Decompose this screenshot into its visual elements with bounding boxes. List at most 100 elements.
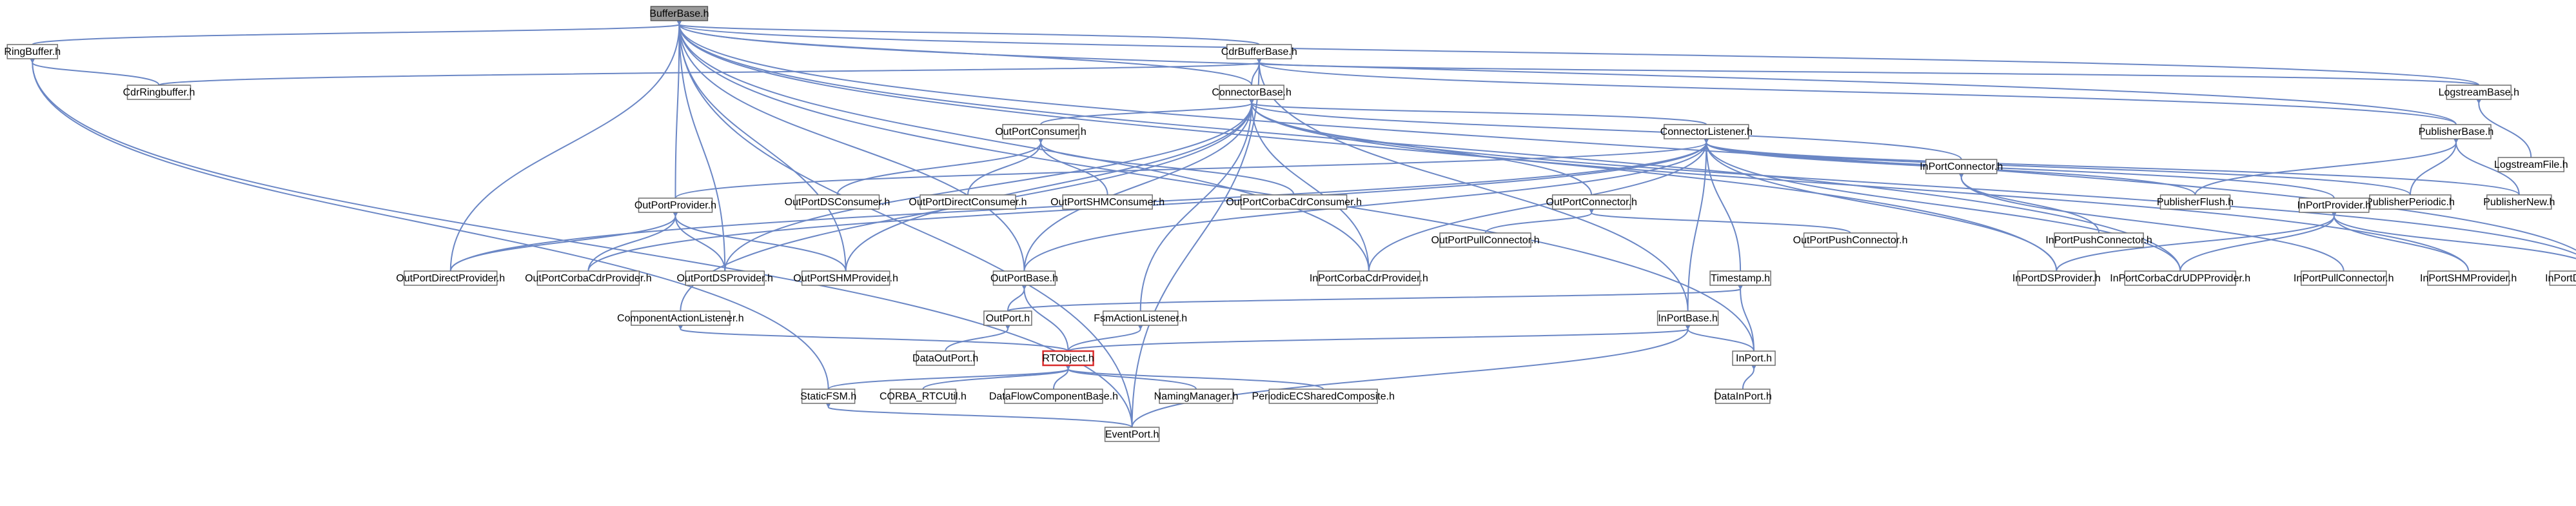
node-label: InPort.h	[1736, 353, 1772, 364]
node-ConnectorBase[interactable]: ConnectorBase.h	[1212, 85, 1292, 100]
node-OutPortDirectConsumer[interactable]: OutPortDirectConsumer.h	[909, 194, 1027, 210]
node-OutPortBase[interactable]: OutPortBase.h	[990, 270, 1058, 286]
node-DataFlowComponentBase[interactable]: DataFlowComponentBase.h	[989, 389, 1118, 404]
node-label: OutPortCorbaCdrConsumer.h	[1226, 197, 1362, 208]
node-OutPortCorbaCdrProvider[interactable]: OutPortCorbaCdrProvider.h	[525, 270, 652, 286]
node-LogstreamFile[interactable]: LogstreamFile.h	[2494, 157, 2568, 172]
node-label: DataInPort.h	[1714, 391, 1772, 402]
edge-LogstreamBase-to-BufferBase	[674, 15, 2480, 86]
node-InPortSHMProvider[interactable]: InPortSHMProvider.h	[2420, 270, 2517, 286]
node-RTObject[interactable]: RTObject.h	[1042, 350, 1094, 367]
edge-CORBA_RTCUtil-to-RTObject	[922, 361, 1073, 390]
node-OutPortCorbaCdrConsumer[interactable]: OutPortCorbaCdrConsumer.h	[1226, 194, 1362, 210]
node-box	[1219, 85, 1284, 100]
node-box	[1102, 310, 1179, 326]
node-InPortDSProvider[interactable]: InPortDSProvider.h	[2012, 270, 2101, 286]
node-RingBuffer[interactable]: RingBuffer.h	[4, 44, 61, 59]
node-NamingManager[interactable]: NamingManager.h	[1154, 389, 1239, 404]
node-InPortDirectProvider[interactable]: InPortDirectProvider.h	[2545, 270, 2576, 286]
node-OutPortProvider[interactable]: OutPortProvider.h	[634, 197, 716, 213]
edge-OutPortCorbaCdrProvider-to-OutPortProvider	[587, 208, 680, 272]
node-OutPortPushConnector[interactable]: OutPortPushConnector.h	[1793, 232, 1908, 248]
node-EventPort[interactable]: EventPort.h	[1104, 427, 1160, 442]
node-box	[1268, 389, 1378, 404]
edge-InPort-to-Timestamp	[1736, 281, 1755, 352]
node-InPortCorbaCdrProvider[interactable]: InPortCorbaCdrProvider.h	[1310, 270, 1428, 286]
node-label: OutPortPullConnector.h	[1431, 235, 1540, 246]
node-InPort[interactable]: InPort.h	[1732, 350, 1776, 366]
node-label: OutPortPushConnector.h	[1793, 235, 1908, 246]
node-OutPortConsumer[interactable]: OutPortConsumer.h	[995, 124, 1086, 139]
node-box	[919, 194, 1016, 210]
node-OutPortDSProvider[interactable]: OutPortDSProvider.h	[677, 270, 773, 286]
node-box	[2299, 197, 2370, 213]
node-InPortProvider[interactable]: InPortProvider.h	[2297, 197, 2371, 213]
node-box	[2301, 270, 2387, 286]
node-label: NamingManager.h	[1154, 391, 1239, 402]
node-label: OutPortConsumer.h	[995, 126, 1086, 137]
node-BufferBase[interactable]: BufferBase.h	[649, 6, 709, 21]
node-label: FsmActionListener.h	[1094, 313, 1187, 324]
node-CORBA_RTCUtil[interactable]: CORBA_RTCUtil.h	[880, 389, 967, 404]
node-ConnectorListener[interactable]: ConnectorListener.h	[1660, 124, 1753, 139]
node-OutPortDSConsumer[interactable]: OutPortDSConsumer.h	[785, 194, 890, 210]
edge-FsmActionListener-to-ConnectorBase	[1139, 95, 1257, 312]
node-InPortPullConnector[interactable]: InPortPullConnector.h	[2294, 270, 2394, 286]
node-OutPortPullConnector[interactable]: OutPortPullConnector.h	[1431, 232, 1540, 248]
node-box	[1240, 194, 1348, 210]
node-box	[2054, 232, 2144, 248]
node-DataOutPort[interactable]: DataOutPort.h	[912, 350, 978, 366]
node-OutPortSHMProvider[interactable]: OutPortSHMProvider.h	[793, 270, 898, 286]
node-CdrBufferBase[interactable]: CdrBufferBase.h	[1221, 44, 1297, 59]
node-OutPortConnector[interactable]: OutPortConnector.h	[1546, 194, 1637, 210]
node-label: OutPortProvider.h	[634, 200, 716, 211]
node-LogstreamBase[interactable]: LogstreamBase.h	[2439, 85, 2519, 100]
node-box	[1062, 194, 1153, 210]
node-OutPortDirectProvider[interactable]: OutPortDirectProvider.h	[396, 270, 505, 286]
node-PeriodicECSharedComposite[interactable]: PeriodicECSharedComposite.h	[1252, 389, 1395, 404]
edge-OutPortProvider-to-ConnectorListener	[674, 134, 1711, 199]
node-box	[801, 270, 890, 286]
node-box	[992, 270, 1056, 286]
node-label: PublisherPeriodic.h	[2366, 197, 2455, 208]
node-label: Timestamp.h	[1711, 273, 1770, 284]
node-FsmActionListener[interactable]: FsmActionListener.h	[1094, 310, 1187, 326]
edge-ConnectorBase-to-BufferBase	[674, 16, 1253, 86]
node-InPortPushConnector[interactable]: InPortPushConnector.h	[2045, 232, 2152, 248]
node-label: ConnectorListener.h	[1660, 126, 1753, 137]
node-PublisherNew[interactable]: PublisherNew.h	[2483, 194, 2555, 210]
node-InPortConnector[interactable]: InPortConnector.h	[1920, 159, 2003, 174]
node-label: InPortBase.h	[1658, 313, 1718, 324]
node-PublisherPeriodic[interactable]: PublisherPeriodic.h	[2366, 194, 2455, 210]
node-box	[2446, 85, 2512, 100]
node-box	[2549, 270, 2576, 286]
node-CdrRingbuffer[interactable]: CdrRingbuffer.h	[123, 85, 195, 100]
node-Timestamp[interactable]: Timestamp.h	[1709, 270, 1771, 286]
node-box	[2421, 124, 2492, 139]
node-box	[685, 270, 765, 286]
node-InPortCorbaCdrUDPProvider[interactable]: InPortCorbaCdrUDPProvider.h	[2110, 270, 2250, 286]
node-label: OutPortDSProvider.h	[677, 273, 773, 284]
node-label: CORBA_RTCUtil.h	[880, 391, 967, 402]
node-box	[1317, 270, 1421, 286]
node-label: DataFlowComponentBase.h	[989, 391, 1118, 402]
node-InPortBase[interactable]: InPortBase.h	[1657, 310, 1719, 326]
edge-OutPortPullConnector-to-OutPortConnector	[1484, 205, 1597, 234]
edge-ConnectorListener-to-ConnectorBase	[1246, 95, 1707, 125]
node-box	[1226, 44, 1292, 59]
edge-InPortDirectProvider-to-BufferBase	[674, 16, 2576, 251]
node-ComponentActionListener[interactable]: ComponentActionListener.h	[617, 310, 744, 326]
node-label: LogstreamFile.h	[2494, 159, 2568, 170]
edge-PublisherPeriodic-to-PublisherBase	[2409, 134, 2461, 196]
node-OutPortSHMConsumer[interactable]: OutPortSHMConsumer.h	[1050, 194, 1165, 210]
edge-RTObject-to-ComponentActionListener	[675, 321, 1069, 352]
node-DataInPort[interactable]: DataInPort.h	[1714, 389, 1772, 404]
node-label: InPortCorbaCdrUDPProvider.h	[2110, 273, 2250, 284]
node-PublisherBase[interactable]: PublisherBase.h	[2419, 124, 2494, 139]
node-PublisherFlush[interactable]: PublisherFlush.h	[2157, 194, 2234, 210]
node-OutPort[interactable]: OutPort.h	[983, 310, 1032, 326]
node-StaticFSM[interactable]: StaticFSM.h	[800, 389, 856, 404]
edge-RTObject-to-InPortBase	[1067, 320, 1693, 352]
node-label: OutPortDirectProvider.h	[396, 273, 505, 284]
node-box	[1004, 389, 1103, 404]
